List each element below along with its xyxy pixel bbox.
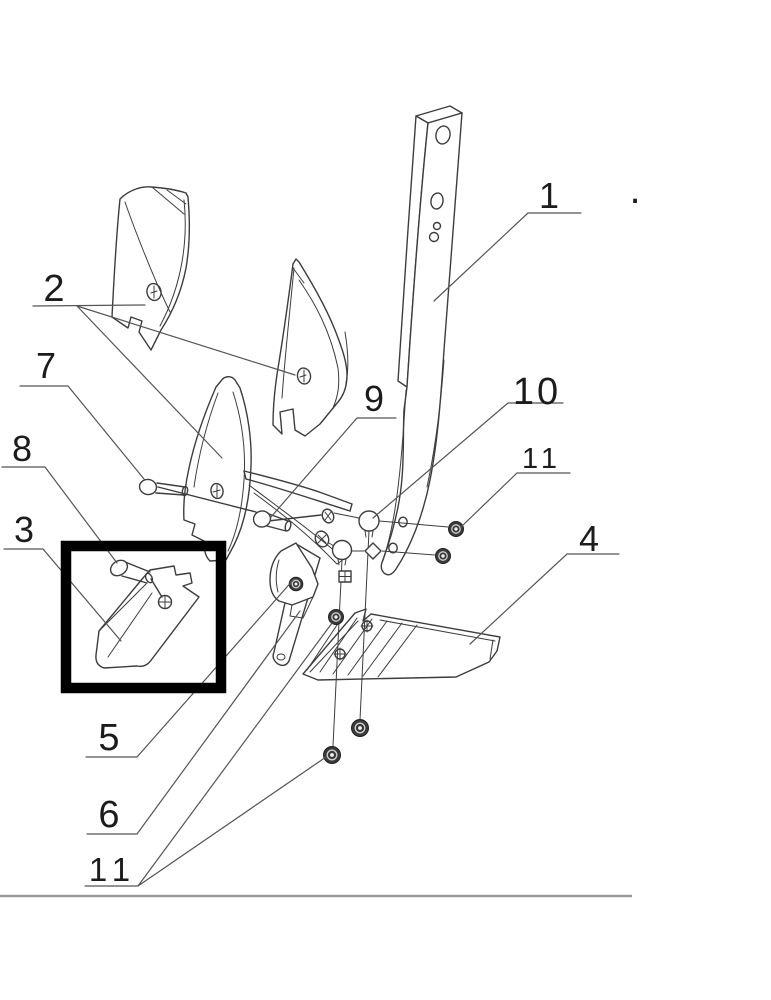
leader-7 (19, 385, 145, 480)
leader-4 (469, 553, 620, 645)
part-label-6: 6 (98, 794, 119, 836)
callout-labels: 1 2 7 8 3 9 10 11 4 5 6 11 . (12, 168, 641, 888)
hex-nut (435, 548, 451, 564)
leader-3 (3, 548, 122, 642)
part-chisel-point (95, 565, 200, 669)
ball-bolt-lower (331, 539, 353, 566)
fastener-axis-lines (328, 512, 449, 747)
leader-10 (372, 402, 564, 519)
part-label-8: 8 (12, 428, 32, 469)
leader-lines (1, 212, 620, 887)
highlight-box (60, 540, 227, 694)
part-label-11-right: 11 (522, 443, 562, 475)
hex-nut (323, 746, 341, 764)
leader-6 (86, 610, 301, 835)
point-plow-bolt (109, 559, 163, 598)
part-shank (380, 105, 463, 576)
ball-bolt-upper (358, 510, 380, 538)
leader-2 (32, 304, 296, 459)
hex-nut (351, 719, 369, 737)
part-shin (183, 376, 252, 562)
part-label-1: 1 (539, 175, 559, 216)
part-frog (243, 470, 353, 619)
leader-11-bottom (84, 622, 333, 887)
leader-5 (85, 578, 295, 758)
part-label-7: 7 (36, 345, 56, 386)
leader-8 (1, 466, 118, 564)
frog-plow-bolt (252, 510, 322, 532)
hex-nut (328, 609, 344, 625)
leader-1 (433, 212, 582, 302)
shin-plow-bolt (138, 478, 257, 513)
leader-9 (270, 417, 397, 518)
hex-nut (448, 521, 464, 537)
part-label-11-bottom: 11 (89, 851, 137, 888)
stray-dot: . (629, 168, 640, 212)
part-label-10: 10 (513, 371, 561, 413)
part-label-2: 2 (43, 268, 64, 310)
square-washer (338, 570, 352, 583)
part-moldboard-upper (111, 186, 191, 351)
part-label-3: 3 (14, 509, 34, 550)
hex-nut (288, 576, 304, 592)
part-label-5: 5 (98, 717, 119, 759)
square-neck (364, 542, 382, 560)
part-sweep (302, 608, 501, 681)
leader-11-right (460, 472, 571, 528)
part-label-4: 4 (579, 518, 599, 559)
part-label-9: 9 (364, 378, 384, 419)
part-moldboard-lower (272, 258, 349, 437)
